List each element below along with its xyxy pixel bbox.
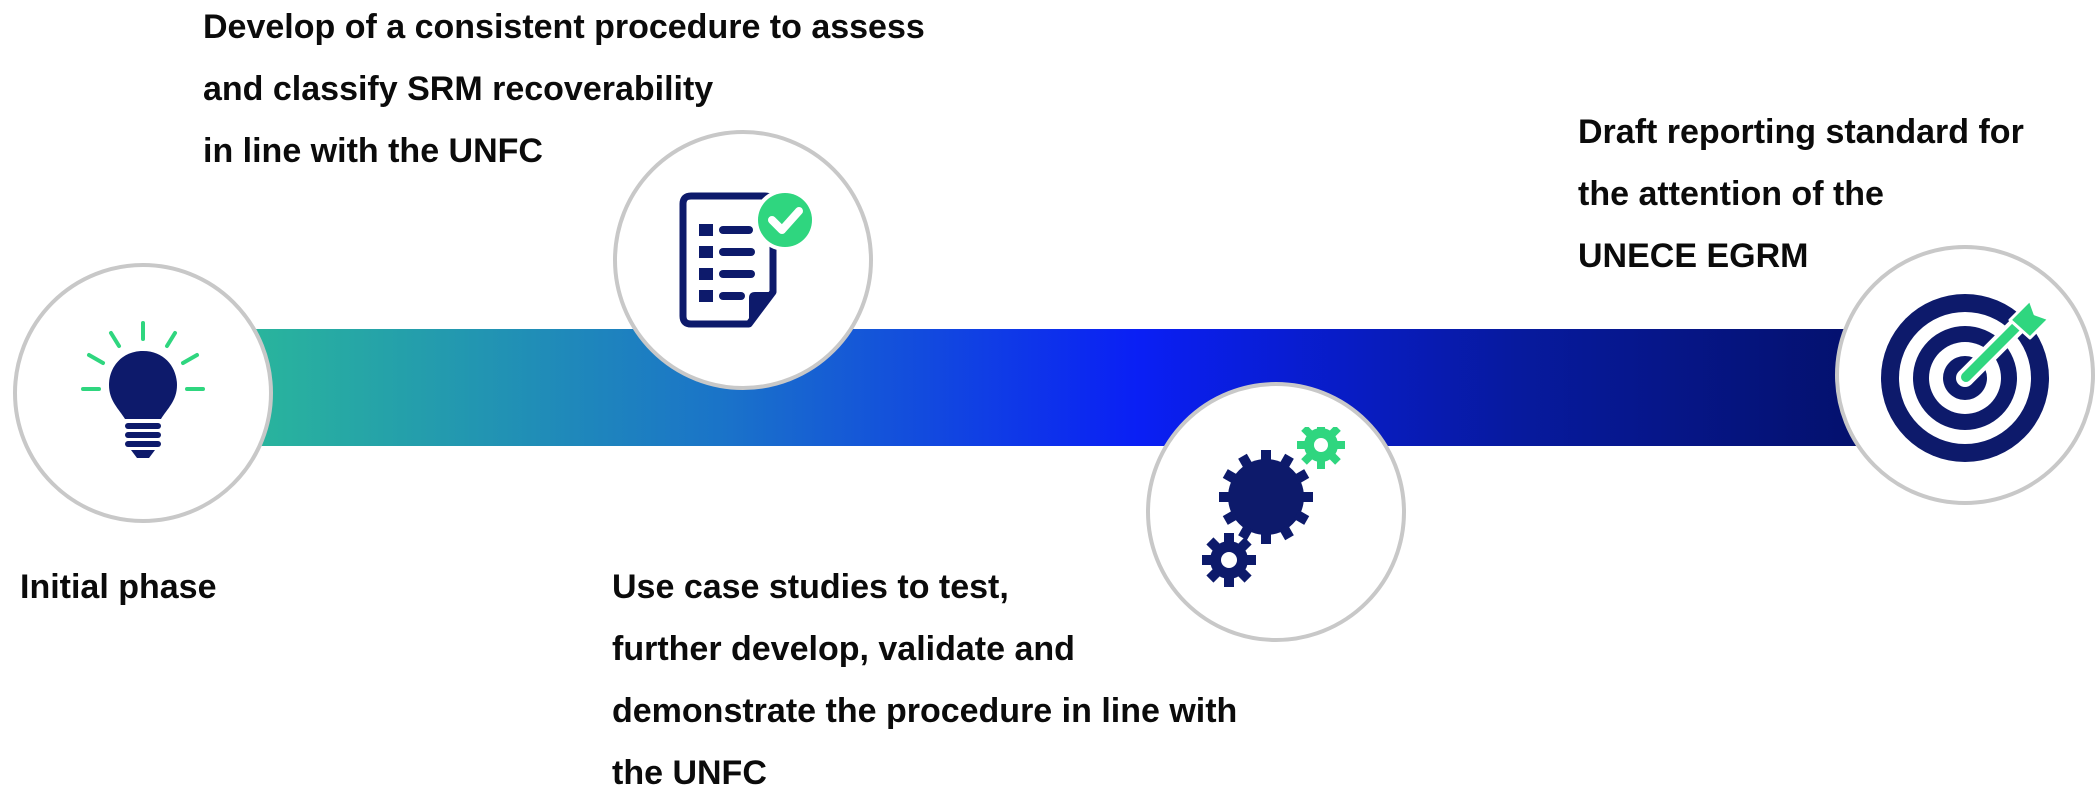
label-line: Initial phase <box>20 568 217 606</box>
gears-icon <box>1202 427 1345 587</box>
label-line: and classify SRM recoverability <box>203 70 714 108</box>
label-line: in line with the UNFC <box>203 132 543 170</box>
label-line: UNECE EGRM <box>1578 237 1809 275</box>
step-4-label: Draft reporting standard for the attenti… <box>1578 101 2024 287</box>
label-line: Draft reporting standard for <box>1578 113 2024 151</box>
label-line: Use case studies to test, <box>612 568 1009 606</box>
checklist-document-icon <box>679 189 816 328</box>
target-arrow-icon <box>1881 294 2051 462</box>
step-3-label: Use case studies to test, further develo… <box>612 556 1237 804</box>
step-2-circle <box>613 130 873 390</box>
lightbulb-icon <box>81 321 205 458</box>
label-line: demonstrate the procedure in line with <box>612 692 1238 730</box>
label-line: Develop of a consistent procedure to ass… <box>203 8 925 46</box>
label-line: further develop, validate and <box>612 630 1075 668</box>
step-2-label: Develop of a consistent procedure to ass… <box>203 0 925 182</box>
timeline-band <box>230 329 1880 446</box>
step-3-circle <box>1146 382 1406 642</box>
label-line: the attention of the <box>1578 175 1884 213</box>
step-1-label: Initial phase <box>20 556 217 618</box>
step-1-circle <box>13 263 273 523</box>
step-4-circle <box>1835 245 2095 505</box>
label-line: the UNFC <box>612 754 767 792</box>
